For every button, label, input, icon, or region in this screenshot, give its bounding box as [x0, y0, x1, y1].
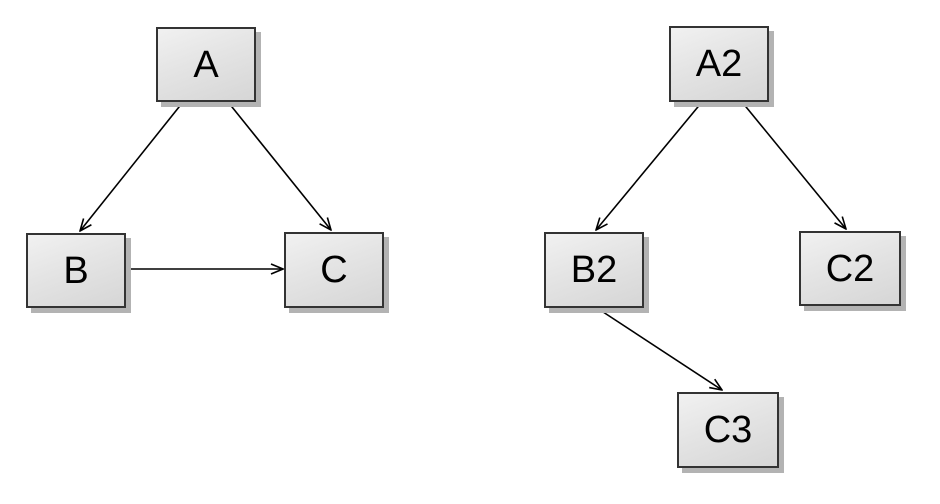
- edge-a-c: [227, 101, 331, 230]
- node-C2[interactable]: C2: [799, 231, 901, 306]
- node-C-label: C: [320, 249, 348, 291]
- node-C[interactable]: C: [284, 232, 384, 308]
- node-A-label: A: [193, 43, 219, 86]
- node-A2-label: A2: [695, 43, 743, 85]
- node-B[interactable]: B: [26, 233, 126, 308]
- node-A2[interactable]: A2: [669, 26, 769, 102]
- edge-a2-c2: [741, 101, 846, 229]
- node-B2-label: B2: [570, 249, 618, 291]
- node-C3[interactable]: C3: [677, 392, 779, 468]
- node-B2[interactable]: B2: [544, 232, 644, 308]
- node-B-label: B: [63, 249, 89, 292]
- edge-a2-b2: [596, 101, 703, 230]
- node-C3-label: C3: [703, 409, 753, 451]
- node-A[interactable]: A: [156, 27, 256, 102]
- edge-a-b: [80, 101, 184, 231]
- node-C2-label: C2: [825, 247, 875, 290]
- edge-b2-c3: [596, 307, 722, 390]
